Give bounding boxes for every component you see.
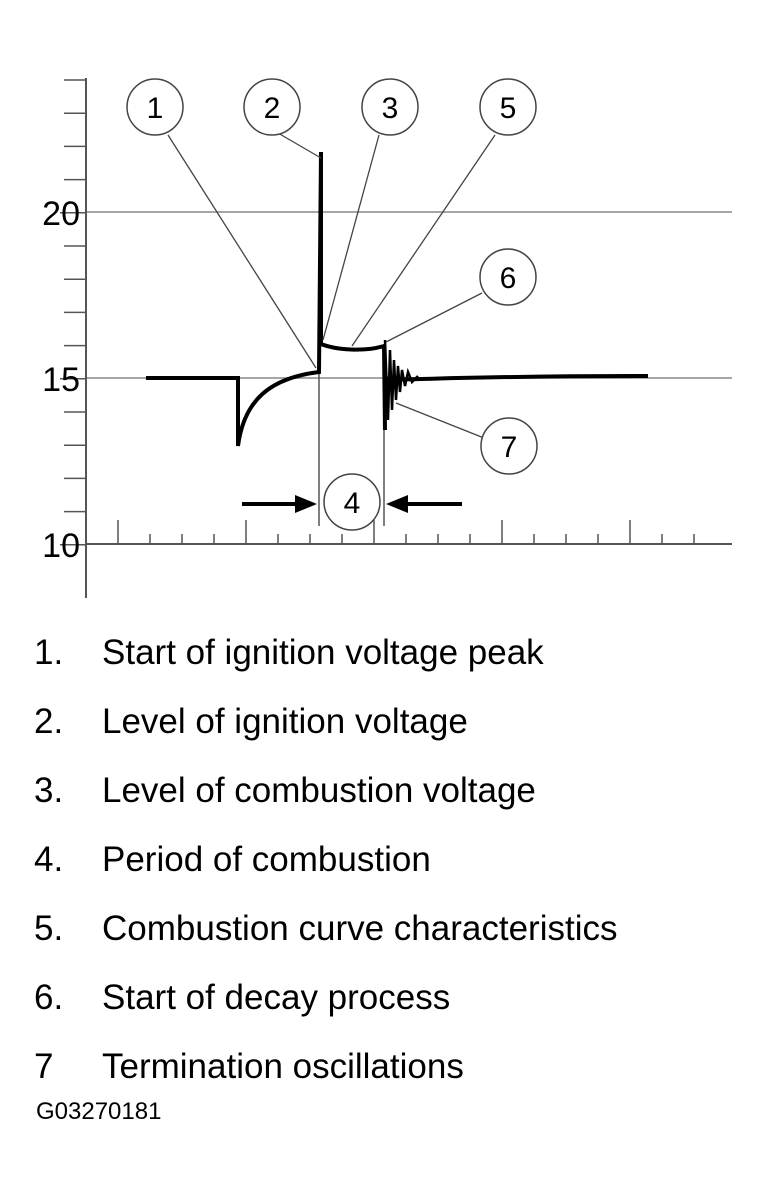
legend-item-number: 7	[34, 1047, 54, 1080]
callout-2-label: 2	[264, 92, 281, 125]
period-arrow-left-head	[295, 495, 317, 513]
legend-item: 2. Level of ignition voltage	[34, 697, 754, 766]
callout-7-label: 7	[501, 431, 518, 464]
callout-2: 2	[243, 78, 301, 136]
leader-line-3	[322, 134, 380, 341]
legend-item-text: Start of decay process	[102, 978, 451, 1017]
y-label-20: 20	[42, 195, 80, 233]
leader-line-1	[167, 134, 317, 369]
callout-3: 3	[361, 78, 419, 136]
legend-item-text: Start of ignition voltage peak	[102, 633, 544, 672]
legend-item-number: 6.	[34, 978, 64, 1017]
figure-id: G03270181	[36, 1098, 162, 1125]
legend-item-number: 4.	[34, 840, 64, 879]
leader-line-7	[395, 402, 485, 439]
legend-item-text: Level of combustion voltage	[102, 771, 536, 810]
callout-5: 5	[479, 78, 537, 136]
legend-item: 3. Level of combustion voltage	[34, 766, 754, 835]
legend-item-number: 5.	[34, 909, 64, 948]
ignition-waveform	[146, 151, 649, 447]
legend-item-text: Period of combustion	[102, 840, 431, 879]
leader-line-5	[351, 134, 496, 347]
legend-item: 4. Period of combustion	[34, 835, 754, 904]
y-label-15: 15	[42, 361, 80, 399]
callout-5-label: 5	[500, 92, 517, 125]
callout-4: 4	[323, 473, 381, 531]
termination-oscillations	[383, 339, 419, 421]
legend-item-number: 1.	[34, 633, 64, 672]
legend-item: 6. Start of decay process	[34, 973, 754, 1042]
x-axis-ticks	[117, 520, 695, 544]
legend-list: 1. Start of ignition voltage peak 2. Lev…	[34, 628, 754, 1080]
callout-7: 7	[480, 417, 538, 475]
y-axis-ticks	[60, 79, 86, 546]
callout-1-label: 1	[147, 92, 164, 125]
callout-1: 1	[126, 78, 184, 136]
legend-item-text: Level of ignition voltage	[102, 702, 468, 741]
y-label-10: 10	[42, 527, 80, 565]
legend-item-text: Combustion curve characteristics	[102, 909, 618, 948]
callout-4-label: 4	[344, 487, 361, 520]
leader-line-6	[385, 292, 483, 343]
legend-item-number: 2.	[34, 702, 64, 741]
callout-3-label: 3	[382, 92, 399, 125]
ignition-waveform-diagram: 20 15 10 1 2 3 4 5 6 7	[42, 78, 732, 598]
legend-item-number: 3.	[34, 771, 64, 810]
legend-item: 5. Combustion curve characteristics	[34, 904, 754, 973]
period-arrow-right-head	[386, 495, 408, 513]
callout-6-label: 6	[500, 262, 517, 295]
legend-item: 1. Start of ignition voltage peak	[34, 628, 754, 697]
legend-item-text: Termination oscillations	[102, 1047, 464, 1080]
leader-line-2	[277, 132, 322, 159]
callout-6: 6	[479, 248, 537, 306]
legend-item: 7 Termination oscillations	[34, 1042, 754, 1080]
